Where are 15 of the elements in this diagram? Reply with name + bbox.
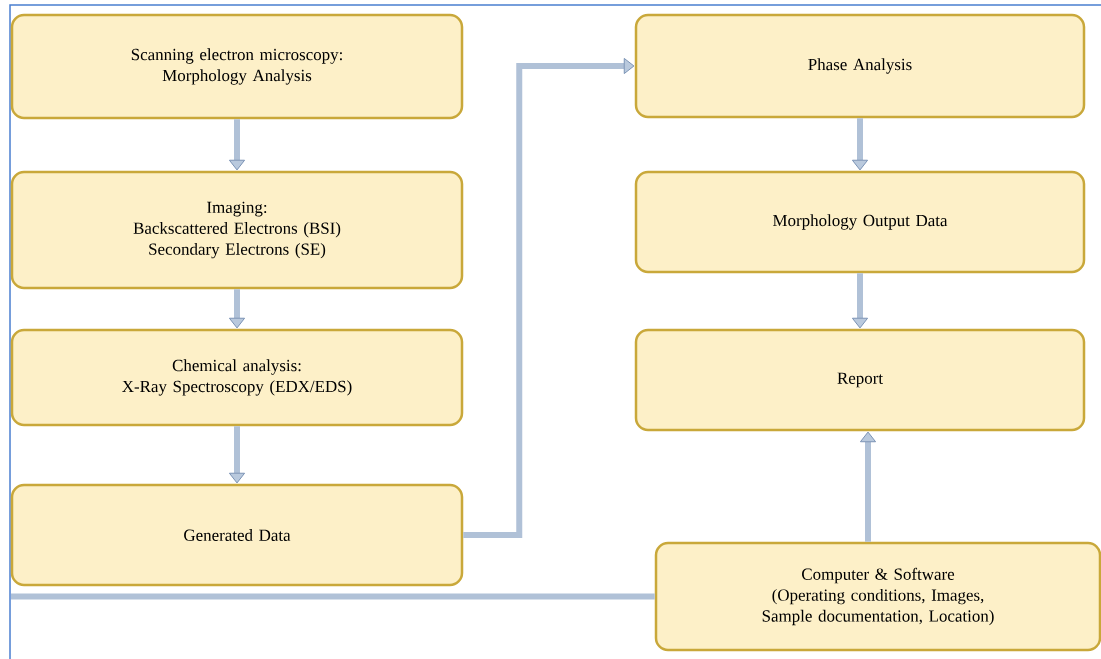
arrow	[851, 118, 869, 171]
arrow	[851, 273, 869, 329]
process-box: Generated Data	[10, 483, 464, 587]
arrow	[228, 119, 246, 171]
process-box: Chemical analysis: X-Ray Spectroscopy (EDX/EDS)	[10, 328, 464, 427]
process-box: Scanning electron microscopy: Morphology Analysis	[10, 13, 464, 120]
arrow	[228, 289, 246, 329]
arrow	[859, 431, 877, 542]
process-box: Report	[634, 328, 1086, 432]
arrow	[463, 57, 635, 538]
process-box: Phase Analysis	[634, 13, 1086, 119]
arrow	[228, 426, 246, 484]
process-box: Imaging: Backscattered Electrons (BSI) Secondary Electrons (SE)	[10, 170, 464, 290]
process-box: Morphology Output Data	[634, 170, 1086, 274]
process-box: Computer & Software (Operating conditions, Images, Sample documentation, Location)	[654, 541, 1101, 652]
